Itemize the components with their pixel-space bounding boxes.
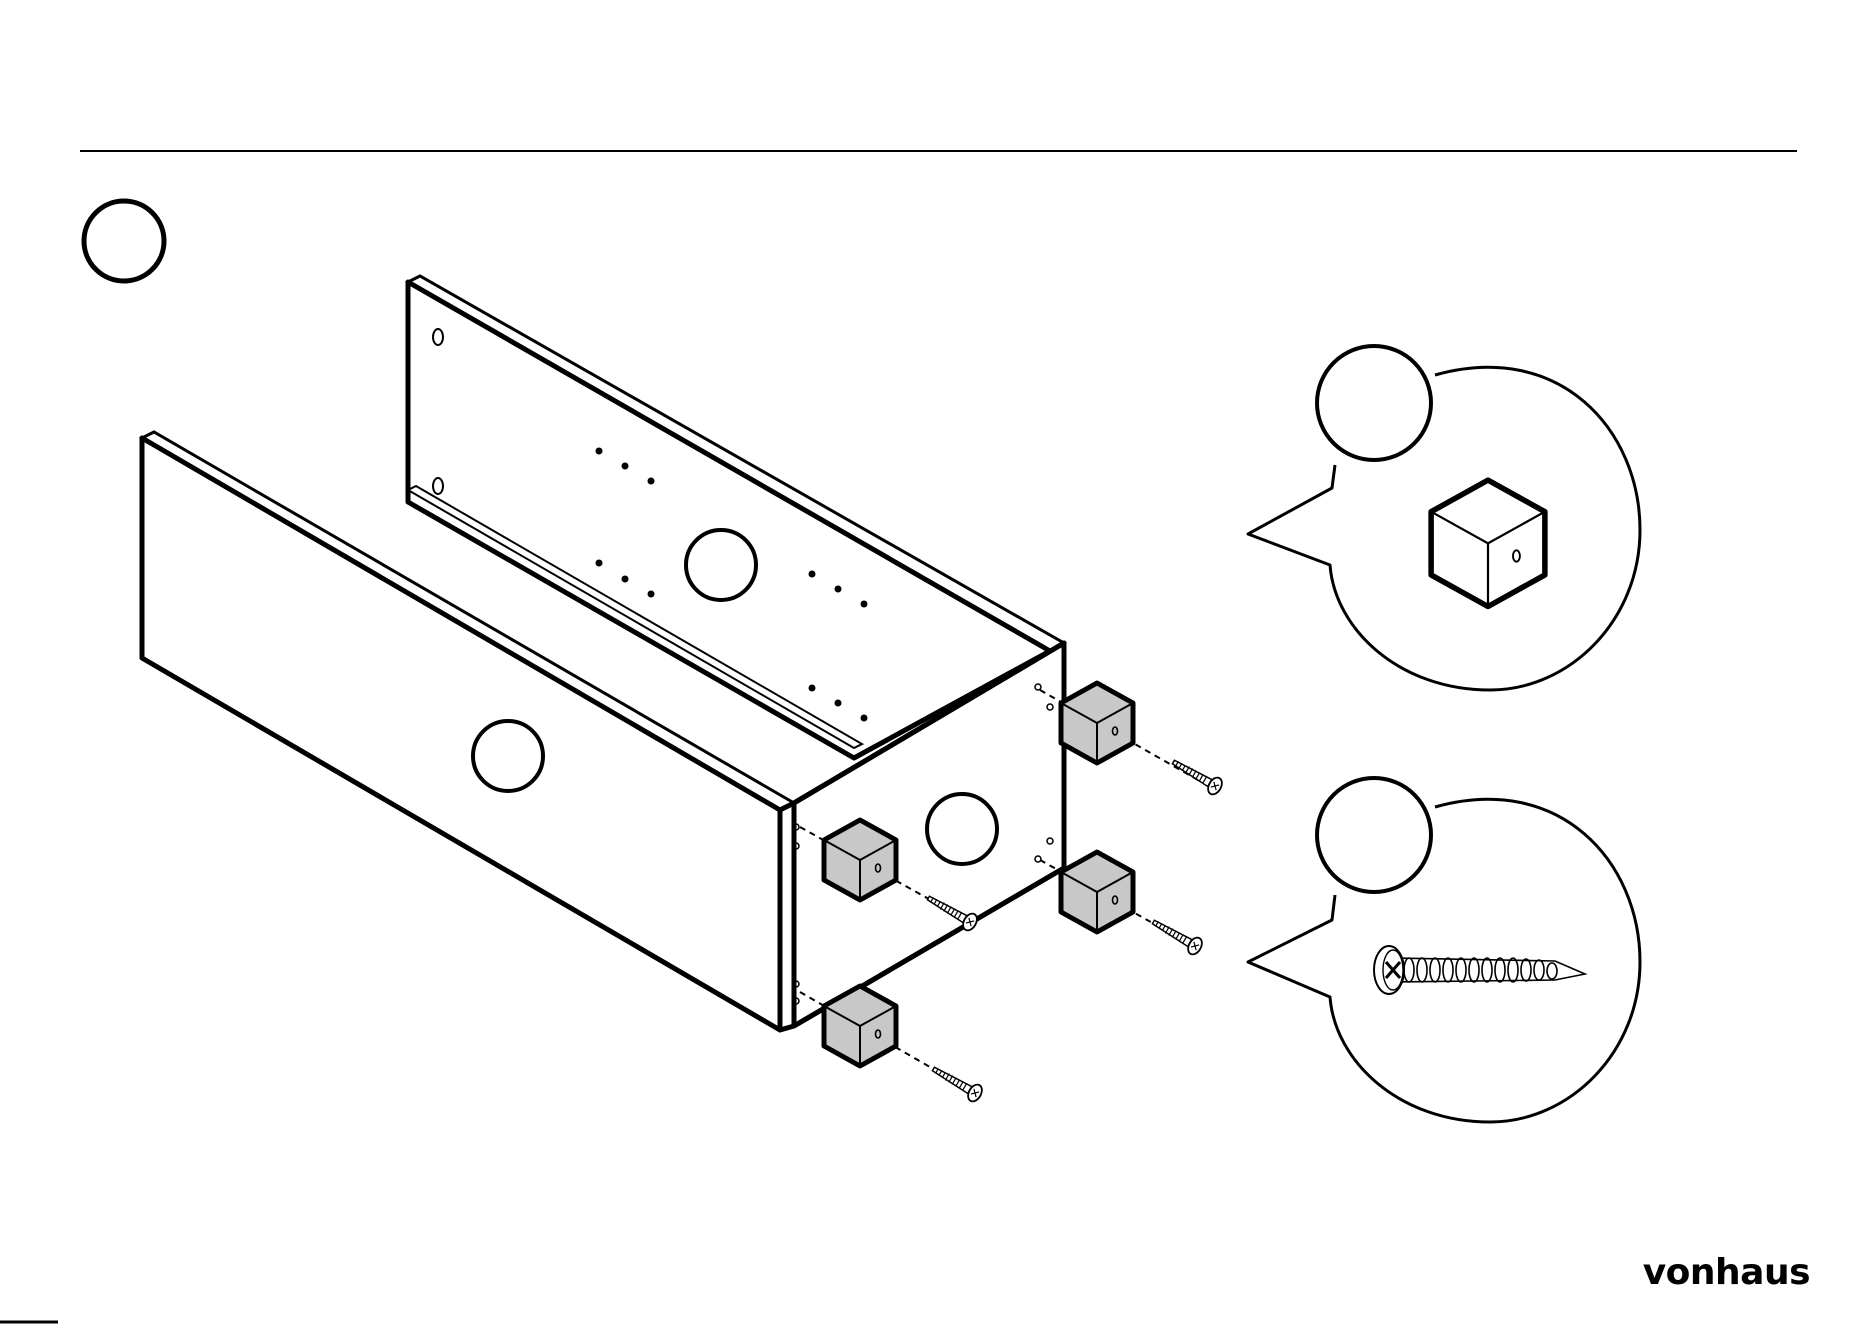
part-label-circle	[1317, 778, 1431, 892]
wooden-block-icon	[1431, 480, 1545, 606]
part-label-circle	[1317, 346, 1431, 460]
panel-label-end	[927, 794, 997, 864]
step-number-badge	[84, 201, 164, 281]
part-callout-screw	[1248, 778, 1640, 1122]
part-callout-block	[1248, 346, 1640, 690]
panel-label-back	[686, 530, 756, 600]
wooden-block	[1061, 683, 1133, 763]
wooden-block	[824, 986, 896, 1066]
panel-label-front	[473, 721, 543, 791]
wooden-block	[1061, 852, 1133, 932]
wooden-block	[824, 820, 896, 900]
screw	[1149, 914, 1205, 957]
screw	[929, 1061, 985, 1104]
brand-logo: vonhaus	[1640, 1248, 1810, 1298]
screw	[1169, 754, 1225, 797]
